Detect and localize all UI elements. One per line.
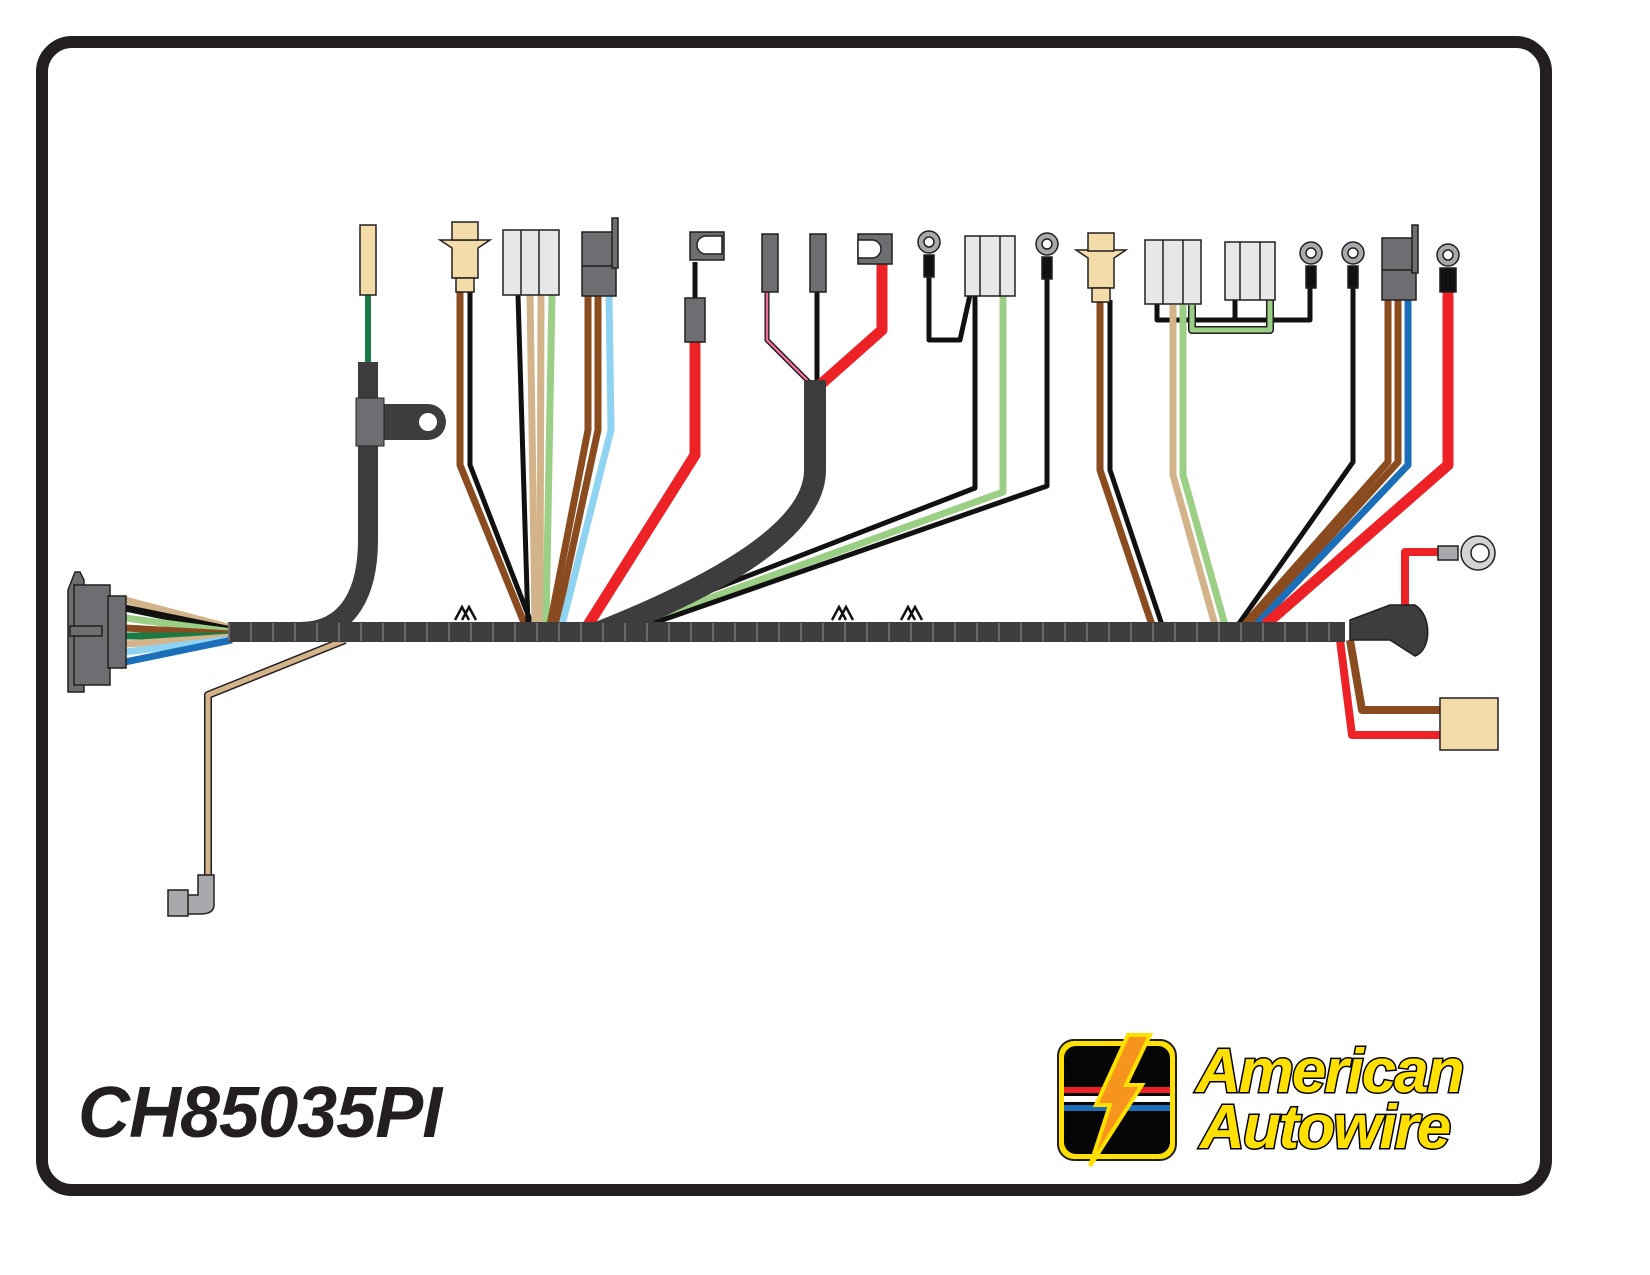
white-connector-3pin [502,229,560,296]
ring-terminal-4 [1341,241,1365,289]
brand-name-line2: Autowire [1198,1092,1452,1164]
white-connector-r1 [1144,239,1202,305]
wire-black-g2 [515,294,531,626]
fuse-clip-terminal-2 [857,233,893,265]
wire-tan-g2 [526,294,539,626]
blade-terminal-1 [761,233,779,293]
wire-pink [764,290,814,387]
wire-brown-plug [1346,639,1440,714]
bulb-socket-connector [437,221,493,293]
wire-lgreen-long [653,295,1007,622]
wire-tan-g2b [536,294,545,626]
tan-plug-connector [1439,697,1499,751]
blade-terminal-2 [809,233,827,293]
wire-red-g4 [583,340,701,628]
wire-red-ring [1401,548,1440,620]
mounting-clamp [355,397,446,447]
brand-name-line1: American [1195,1036,1467,1108]
wire-black-long [659,295,978,613]
wire-lblue-g3 [558,294,615,626]
wire-brown-r4 [1241,298,1392,628]
wire-black-g1 [467,290,535,626]
ring-terminal-2 [1035,232,1059,280]
wire-brown-g1 [456,290,529,627]
wire-brown-g3 [546,295,592,626]
wire-blue [124,636,233,666]
harness-loom [228,362,1345,643]
wire-brown-r4b [1247,298,1402,628]
fuse-clip-terminal-1 [684,231,725,343]
white-connector-2pin [964,235,1016,297]
wire-brown-g3b [552,295,602,626]
wire-black-ring2 [647,275,1050,628]
wire-tan-r2 [1169,305,1219,626]
ring-terminal-1 [917,230,941,278]
elbow-sensor-connector [167,874,215,917]
wire-brown-r1 [1096,300,1156,627]
wire-lgreen-g2 [542,294,556,626]
gray-connector-3pin [581,217,619,297]
wire-red-plug [1336,639,1440,739]
wire-lgreen-bridge [1188,300,1274,334]
wire-tan-sensor [204,636,347,880]
ring-terminal-5 [1436,243,1460,293]
wire-black-r3 [1235,280,1356,627]
spade-terminal-connector [359,224,377,296]
white-connector-r2 [1224,241,1276,301]
wire-blue-r4 [1253,298,1412,628]
left-connector-wires [124,596,233,666]
wire-red-splice [816,262,888,390]
wire-black-r1 [1107,300,1165,626]
loom-clip-icons [453,604,924,621]
lightning-bolt-icon [1057,1033,1177,1168]
wire-lgreen-r2 [1179,305,1229,626]
ring-terminal-3 [1299,241,1323,289]
grommet [1349,604,1429,657]
bulb-socket-connector-2 [1073,232,1129,303]
wire-black-ring1 [926,275,973,343]
wire-red-r5 [1261,290,1454,630]
gray-connector-r3 [1381,224,1419,301]
ring-terminal-battery [1437,535,1496,571]
part-number: CH85035PI [78,1073,442,1153]
bulkhead-connector [67,571,127,693]
diagram-border [36,36,1552,1196]
